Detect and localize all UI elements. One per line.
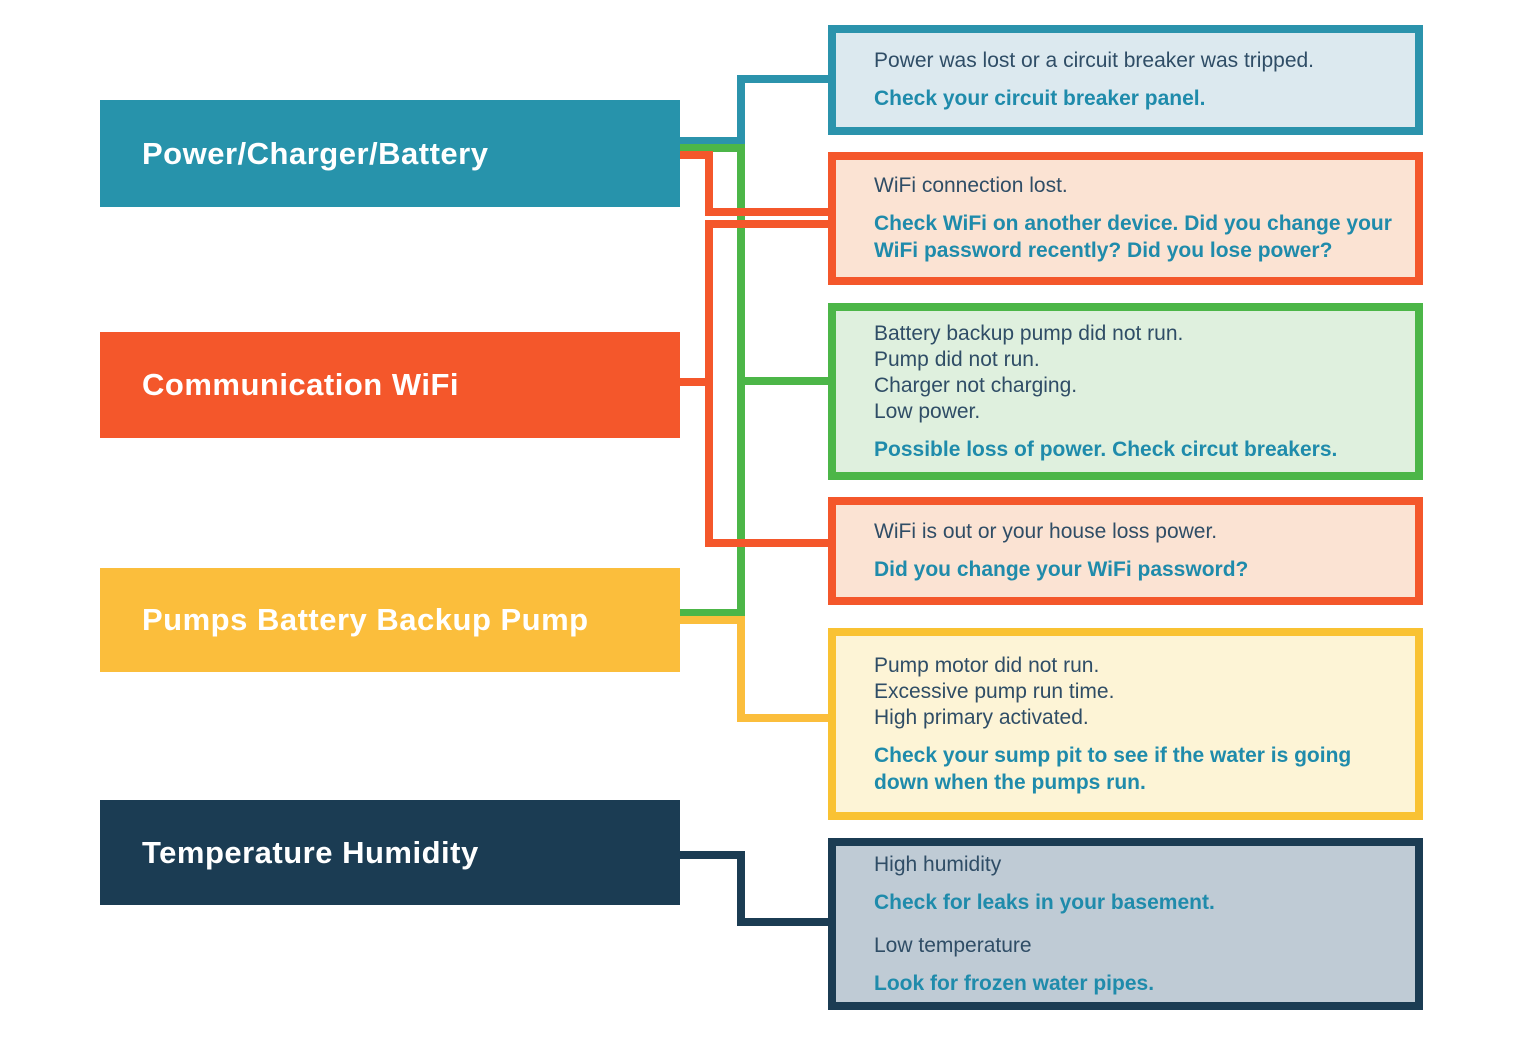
category-label: Temperature Humidity bbox=[142, 834, 479, 870]
connector-power-to-power-alert bbox=[678, 75, 832, 145]
alert-text: Pump motor did not run. bbox=[874, 653, 1100, 677]
alert-temperature-humidity: High humidity Check for leaks in your ba… bbox=[828, 838, 1423, 1010]
alert-wifi-connection-lost: WiFi connection lost. Check WiFi on anot… bbox=[828, 152, 1423, 285]
alert-text: Charger not charging. bbox=[874, 373, 1078, 397]
alert-text: Battery backup pump did not run. bbox=[874, 321, 1184, 345]
alert-battery-backup-pump: Battery backup pump did not run. Pump di… bbox=[828, 303, 1423, 480]
category-communication-wifi: Communication WiFi bbox=[100, 332, 680, 438]
alert-text: High humidity bbox=[874, 852, 1002, 876]
alert-text: WiFi is out or your house loss power. bbox=[874, 520, 1218, 543]
alert-pump-motor: Pump motor did not run. Excessive pump r… bbox=[828, 628, 1423, 820]
alert-action: Look for frozen water pipes. bbox=[874, 971, 1155, 995]
connector-power-to-wifi-lost-alert bbox=[678, 151, 832, 216]
category-pumps-battery-backup-pump: Pumps Battery Backup Pump bbox=[100, 568, 680, 672]
alert-action: Check for leaks in your basement. bbox=[874, 890, 1215, 914]
alert-action: Check WiFi on another device. Did you ch… bbox=[874, 212, 1392, 262]
alert-text: Low power. bbox=[874, 399, 981, 423]
alert-text: Excessive pump run time. bbox=[874, 679, 1115, 703]
connector-temperature-to-humidity-alert bbox=[678, 851, 832, 926]
category-label: Power/Charger/Battery bbox=[142, 135, 489, 171]
category-temperature-humidity: Temperature Humidity bbox=[100, 800, 680, 905]
alert-power-lost: Power was lost or a circuit breaker was … bbox=[828, 25, 1423, 135]
category-label: Communication WiFi bbox=[142, 367, 459, 402]
alert-text: Pump did not run. bbox=[874, 347, 1040, 371]
category-power-charger-battery: Power/Charger/Battery bbox=[100, 100, 680, 207]
alert-wifi-out: WiFi is out or your house loss power. Di… bbox=[828, 497, 1423, 605]
alert-text: WiFi connection lost. bbox=[874, 174, 1068, 197]
alert-action: Possible loss of power. Check circut bre… bbox=[874, 437, 1338, 461]
alert-action: Check your sump pit to see if the water … bbox=[874, 743, 1352, 794]
alert-action: Did you change your WiFi password? bbox=[874, 558, 1249, 581]
category-label: Pumps Battery Backup Pump bbox=[142, 602, 589, 637]
alert-text: Power was lost or a circuit breaker was … bbox=[874, 49, 1315, 72]
alert-text: High primary activated. bbox=[874, 705, 1089, 729]
alert-action: Check your circuit breaker panel. bbox=[874, 87, 1206, 110]
connector-pumps-to-pump-alert bbox=[678, 616, 832, 722]
alert-text: Low temperature bbox=[874, 933, 1032, 957]
